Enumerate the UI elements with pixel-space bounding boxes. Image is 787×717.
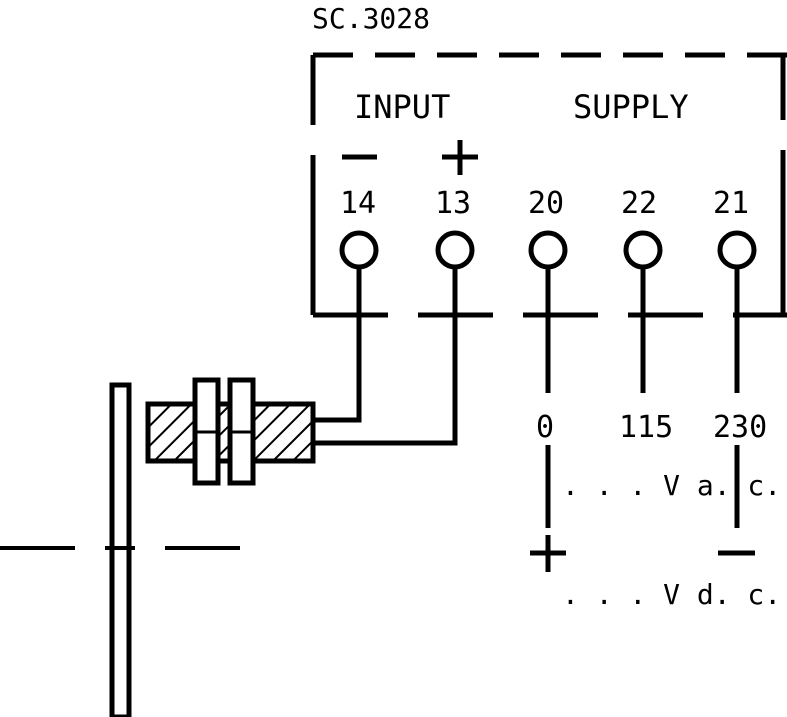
terminal-20-label: 20 [528,186,564,221]
terminal-20 [528,230,568,270]
wires [313,267,740,528]
terminal-22-label: 22 [621,186,657,221]
target-plate-body [109,382,132,717]
proximity-sensor [145,377,316,486]
wire-terminal-13 [313,267,458,446]
terminal-13-label: 13 [435,186,471,221]
wire-terminal-14 [313,267,362,423]
input-polarity: − + [342,140,478,175]
terminal-14-label: 14 [340,186,376,221]
supply-value-115: 115 [619,410,673,445]
device-title: SC.3028 [312,2,430,35]
terminal-13 [435,230,475,270]
target-plate [109,382,132,717]
input-header: INPUT [354,88,450,126]
supply-value-230: 230 [713,410,767,445]
terminal-14 [339,230,379,270]
supply-header: SUPPLY [573,88,689,126]
terminal-22 [623,230,663,270]
terminal-21 [717,230,757,270]
terminals [339,230,757,270]
ac-voltage-label: . . . V a. c. [562,469,781,502]
dc-voltage-label: . . . V d. c. [562,578,781,611]
terminal-21-label: 21 [713,186,749,221]
supply-value-0: 0 [536,410,554,445]
dc-polarity [530,535,755,572]
